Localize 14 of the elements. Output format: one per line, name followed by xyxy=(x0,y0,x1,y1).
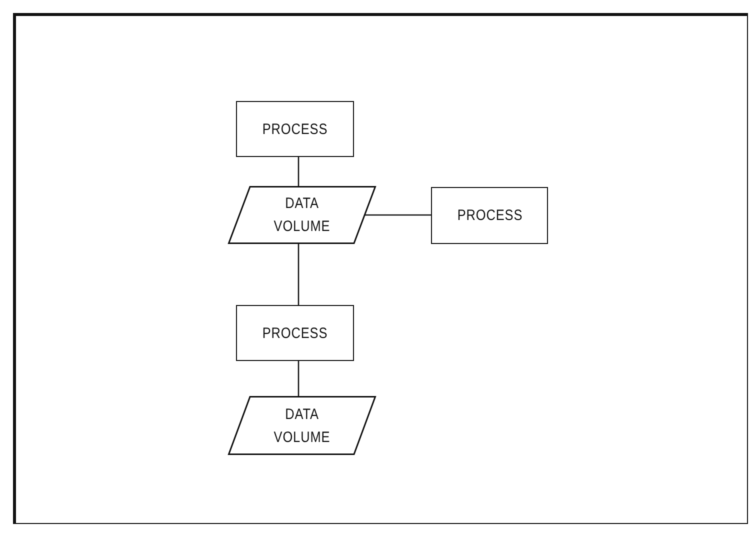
node-label: PROCESS xyxy=(261,324,329,344)
connector-line xyxy=(298,157,300,186)
node-label: DATA VOLUME xyxy=(272,194,332,237)
node-label: PROCESS xyxy=(261,120,329,140)
connector-line xyxy=(298,244,300,305)
process-box xyxy=(236,101,354,157)
connector-line xyxy=(365,214,431,216)
process-box xyxy=(431,187,548,244)
node-label: PROCESS xyxy=(456,206,524,226)
connector-line xyxy=(298,361,300,396)
node-label: DATA VOLUME xyxy=(272,404,332,448)
data-parallelogram xyxy=(228,186,376,244)
data-parallelogram xyxy=(228,396,376,455)
process-box xyxy=(236,305,354,361)
